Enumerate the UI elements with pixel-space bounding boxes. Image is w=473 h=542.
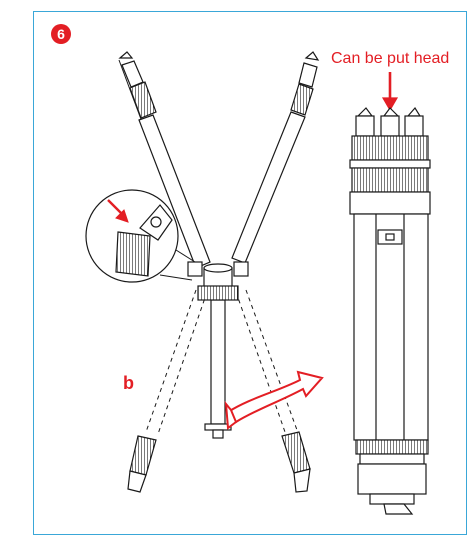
head-mount-callout: Can be put head (331, 50, 450, 67)
center-column (204, 299, 232, 439)
folded-leg-paths (145, 289, 298, 435)
rotate-arrow (224, 370, 324, 430)
unfolded-tripod (118, 51, 320, 493)
right-foot (281, 431, 311, 493)
detail-magnifier (85, 189, 196, 283)
left-foot (127, 435, 157, 493)
step-number-badge: 6 (51, 24, 71, 44)
folded-tripod (349, 72, 431, 515)
left-raised-leg (118, 51, 211, 271)
leg-hub (187, 261, 249, 301)
head-arrow (381, 72, 399, 112)
lock-arrow (107, 199, 129, 223)
top-foot-caps (355, 106, 424, 137)
right-raised-leg (231, 51, 320, 264)
label-b: b (123, 373, 134, 393)
